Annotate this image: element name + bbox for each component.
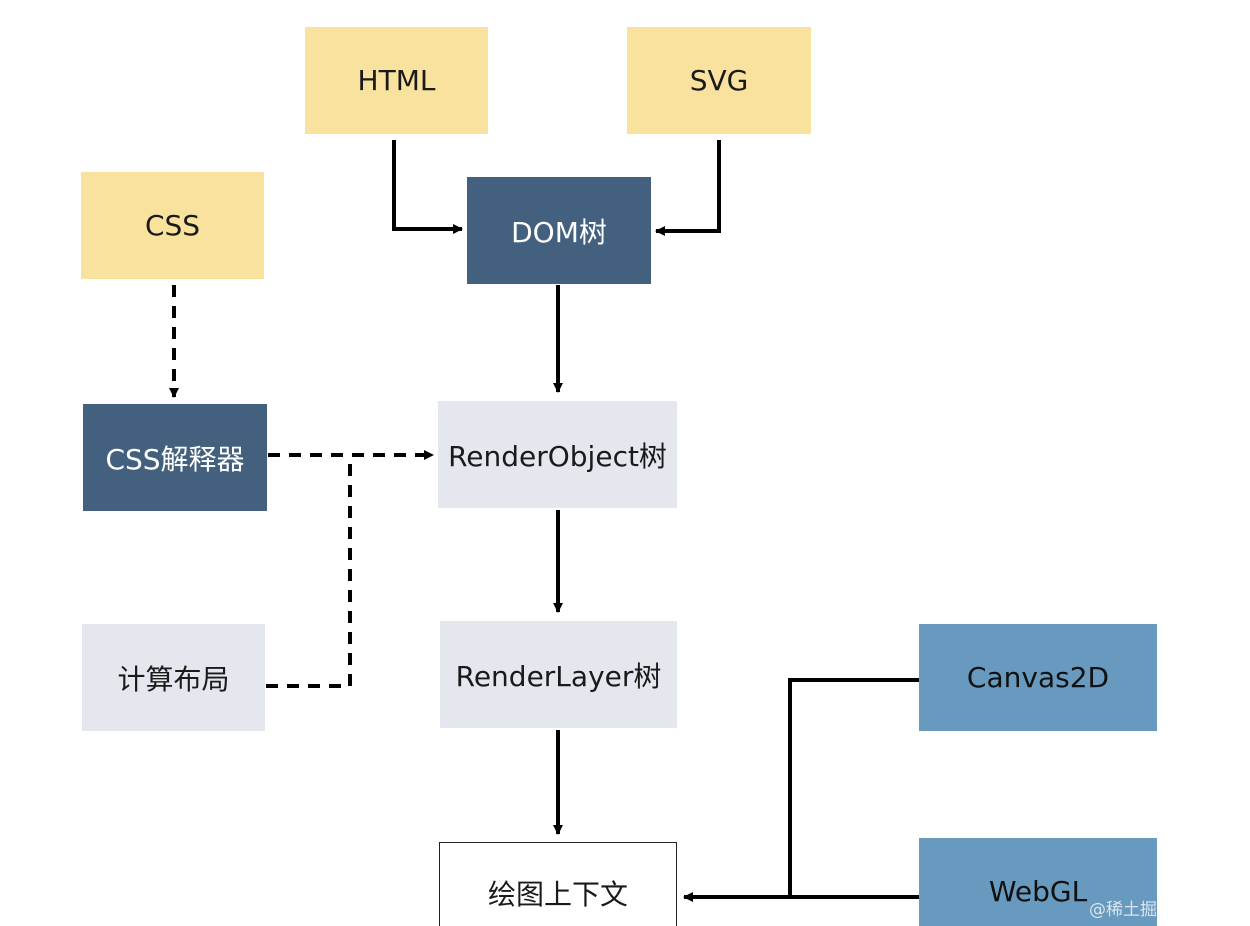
node-webgl-label: WebGL xyxy=(988,874,1088,908)
node-html-label: HTML xyxy=(357,64,436,97)
watermark: @稀土掘金技术社区 xyxy=(1089,900,1242,920)
node-render-object-tree-label: RenderObject树 xyxy=(448,439,667,473)
node-css-interpreter-label: CSS解释器 xyxy=(105,442,245,476)
node-webgl: WebGL xyxy=(919,838,1157,926)
edge-html-to-dom xyxy=(392,140,463,234)
node-canvas2d: Canvas2D xyxy=(919,624,1157,731)
node-canvas2d-label: Canvas2D xyxy=(966,661,1110,694)
node-css: CSS xyxy=(81,172,264,279)
node-css-interpreter: CSS解释器 xyxy=(83,404,267,511)
edge-svg-to-dom xyxy=(655,140,721,236)
node-css-label: CSS xyxy=(144,209,201,242)
node-drawing-context: 绘图上下文 xyxy=(439,842,677,926)
node-render-object-tree: RenderObject树 xyxy=(438,401,677,508)
node-render-layer-tree: RenderLayer树 xyxy=(440,621,677,728)
node-dom-tree-label: DOM树 xyxy=(511,215,607,249)
node-svg-label: SVG xyxy=(689,64,749,97)
node-svg: SVG xyxy=(627,27,811,134)
node-render-layer-tree-label: RenderLayer树 xyxy=(455,659,662,693)
node-compute-layout: 计算布局 xyxy=(82,624,265,731)
edge-canvas2d-to-context xyxy=(788,678,919,897)
node-dom-tree: DOM树 xyxy=(467,177,651,284)
node-html: HTML xyxy=(305,27,488,134)
node-drawing-context-label: 绘图上下文 xyxy=(487,877,628,911)
edge-layout-to-renderobject xyxy=(266,455,352,688)
node-compute-layout-label: 计算布局 xyxy=(117,662,230,696)
